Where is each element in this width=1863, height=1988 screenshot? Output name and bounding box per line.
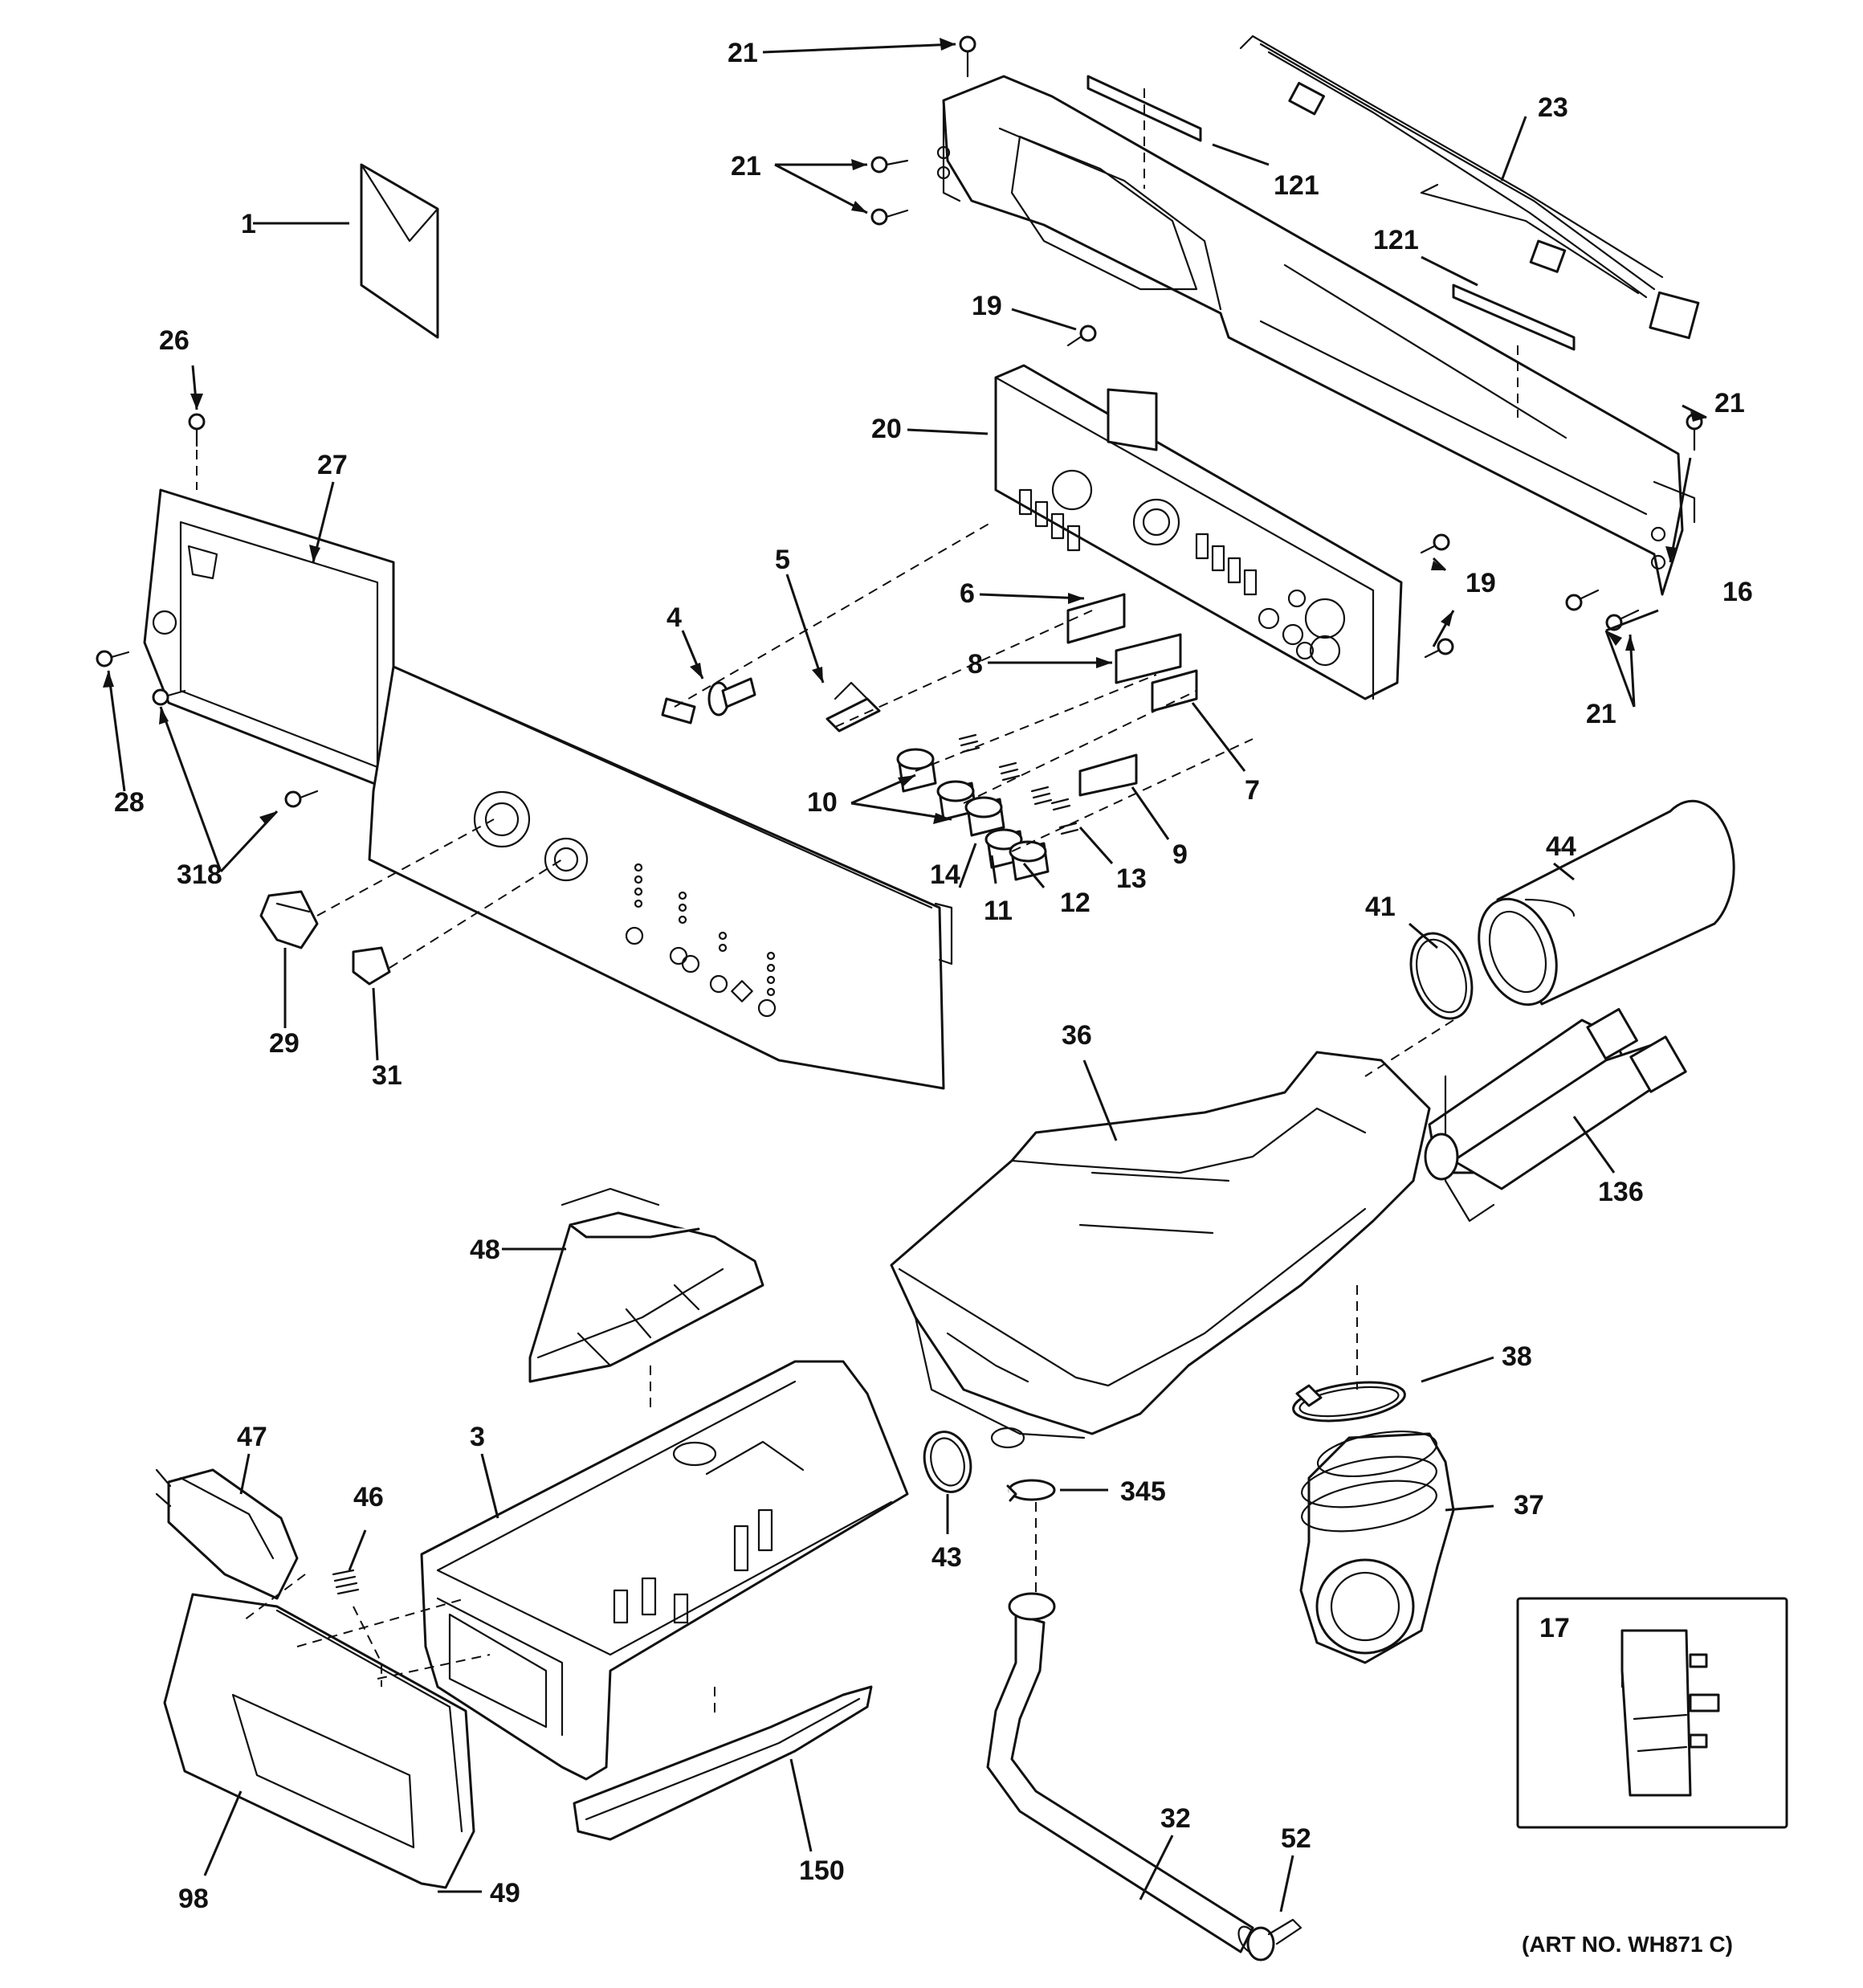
callout-98: 98 — [178, 1884, 209, 1914]
part-43-seal-ring — [923, 1431, 972, 1493]
parts-10-11-12-14-buttons — [896, 748, 1050, 881]
part-36-dispenser-housing — [890, 1051, 1431, 1449]
part-27-control-panel-fascia — [368, 665, 953, 1090]
callout-49: 49 — [490, 1878, 520, 1908]
part-150-siphon-cover — [573, 1685, 873, 1841]
part-31-knob — [352, 946, 391, 986]
callout-21c: 21 — [1714, 388, 1745, 418]
callout-36: 36 — [1062, 1020, 1092, 1051]
part-5-switch-shaft — [826, 681, 881, 733]
callout-21b: 21 — [731, 151, 761, 182]
callout-27: 27 — [317, 450, 348, 480]
part-345-clamp — [1006, 1479, 1056, 1502]
part-3-dispenser-drawer — [420, 1360, 909, 1781]
part-44-filter-cylinder — [1478, 799, 1735, 1006]
callout-150: 150 — [799, 1855, 845, 1886]
callout-10: 10 — [807, 787, 838, 818]
callout-8: 8 — [968, 649, 983, 680]
callout-12: 12 — [1060, 888, 1090, 918]
callout-26: 26 — [159, 325, 190, 356]
callout-32: 32 — [1160, 1803, 1191, 1834]
callout-28: 28 — [114, 787, 145, 818]
callout-41: 41 — [1365, 892, 1396, 922]
part-32-drain-hose — [986, 1592, 1260, 1954]
callout-3: 3 — [470, 1422, 485, 1452]
callout-19a: 19 — [972, 291, 1002, 321]
callout-136: 136 — [1598, 1177, 1644, 1207]
part-38-hose-clamp — [1292, 1381, 1406, 1423]
art-number: (ART NO. WH871 C) — [1522, 1932, 1733, 1957]
part-52-clamp — [1246, 1918, 1302, 1961]
part-46-spring — [332, 1569, 360, 1595]
callout-14: 14 — [930, 859, 960, 890]
callout-121a: 121 — [1274, 170, 1319, 201]
part-48-dispenser-insert — [528, 1187, 764, 1383]
callout-43: 43 — [932, 1542, 962, 1573]
callout-52: 52 — [1281, 1823, 1311, 1854]
part-37-bellows-hose — [1299, 1431, 1455, 1664]
callout-48: 48 — [470, 1235, 500, 1265]
callout-38: 38 — [1502, 1341, 1532, 1372]
callout-5: 5 — [775, 545, 790, 575]
callout-13: 13 — [1116, 863, 1147, 894]
callout-47: 47 — [237, 1422, 267, 1452]
callout-16: 16 — [1722, 577, 1753, 607]
callout-4: 4 — [667, 602, 682, 633]
callout-6: 6 — [960, 578, 975, 609]
callout-labels: 21 21 121 121 23 19 1 26 27 20 21 19 16 … — [114, 38, 1753, 1957]
callout-11: 11 — [984, 896, 1013, 926]
part-27-console-end-frame — [143, 488, 395, 793]
callout-29: 29 — [269, 1028, 300, 1059]
part-17-inset-box — [1516, 1597, 1788, 1829]
part-29-knob — [259, 890, 319, 949]
callout-44: 44 — [1546, 831, 1576, 862]
part-98-drawer-handle — [163, 1593, 475, 1889]
part-23-wire-harness — [1239, 35, 1700, 340]
part-16-console-support-frame — [936, 75, 1696, 596]
callout-37: 37 — [1514, 1490, 1544, 1521]
callout-21d: 21 — [1586, 699, 1616, 729]
callout-7: 7 — [1245, 775, 1260, 806]
assembly-lines — [196, 88, 1519, 1719]
callout-121b: 121 — [1373, 225, 1419, 255]
callout-345: 345 — [1120, 1476, 1166, 1507]
arrowheads — [103, 38, 1706, 825]
callout-31: 31 — [372, 1060, 402, 1091]
part-41-o-ring — [1409, 932, 1474, 1020]
callout-17: 17 — [1539, 1613, 1570, 1643]
screws — [96, 35, 1703, 808]
part-1-literature-envelope — [360, 163, 439, 339]
callout-23: 23 — [1538, 92, 1568, 123]
callout-9: 9 — [1172, 839, 1188, 870]
parts-6-7-8-9-light-pipes — [1066, 593, 1198, 797]
part-136-inlet-valve — [1424, 1007, 1687, 1223]
callout-46: 46 — [353, 1482, 384, 1512]
callout-21a: 21 — [728, 38, 758, 68]
callout-19b: 19 — [1466, 568, 1496, 598]
part-47-actuator — [155, 1468, 299, 1600]
part-13-springs — [958, 733, 1079, 835]
part-20-control-board — [994, 364, 1403, 700]
callout-20: 20 — [871, 414, 902, 444]
part-4-switch-shaft — [661, 677, 756, 725]
callout-318: 318 — [177, 859, 222, 890]
callout-1: 1 — [241, 209, 256, 239]
